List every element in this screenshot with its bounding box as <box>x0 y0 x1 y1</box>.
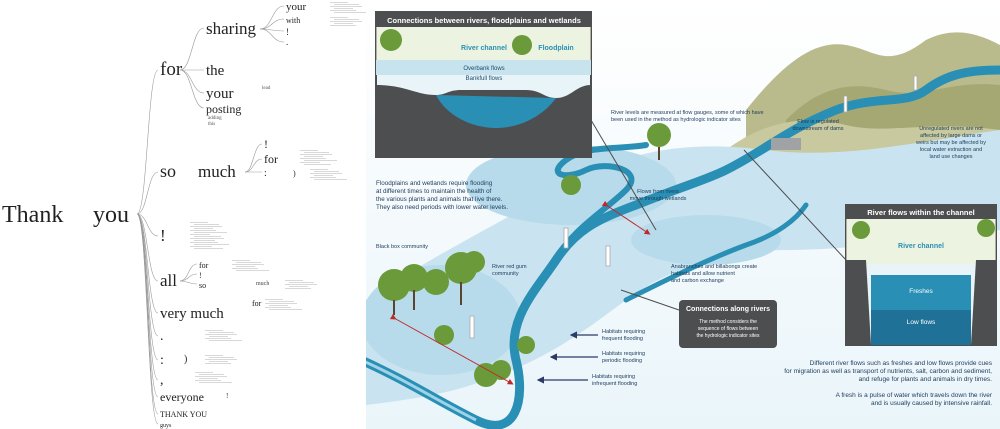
connections-title: Connections along rivers <box>686 306 770 313</box>
flood-range-arrows <box>389 200 651 385</box>
leaf-much-for: for <box>264 152 278 166</box>
sub-posting: posting <box>206 102 241 116</box>
note-floodplains-4: They also need periods with lower water … <box>376 204 508 211</box>
note-cues-3: and refuge for plants and animals in dry… <box>859 376 993 383</box>
sub-your: your <box>206 86 234 102</box>
note-floodplains-1: Floodplains and wetlands require floodin… <box>376 180 493 187</box>
sub-the: the <box>206 63 225 79</box>
branch-exclaim: ! <box>160 226 166 245</box>
leaf-all-exclaim: ! <box>199 271 202 280</box>
branch-guys: guys <box>160 423 172 429</box>
inset-top-overbank: Overbank flows <box>463 66 504 72</box>
note-red-gum-2: community <box>492 271 519 277</box>
note-unregulated-2: affected by large dams or <box>920 133 982 139</box>
inset-right-low-flows: Low flows <box>907 319 936 326</box>
connections-box: Connections along rivers The method cons… <box>679 300 777 348</box>
note-anabranches-2: habitats and allow nutrient <box>671 271 735 277</box>
leaf-all-for: for <box>199 261 209 270</box>
habitat-arrows <box>536 331 598 384</box>
note-gauges-2: been used in the method as hydrologic in… <box>611 117 741 123</box>
branch-all: all <box>160 271 177 290</box>
leaf-period: . <box>286 37 288 47</box>
river-infographic-panel: Connections between rivers, floodplains … <box>366 0 1000 429</box>
leaf-colon-paren: ) <box>184 354 187 365</box>
note-infrequent-2: infrequent flooding <box>592 381 637 387</box>
branch-thank-you-caps: THANK YOU <box>160 410 207 419</box>
note-gauges-1: River levels are measured at flow gauges… <box>611 110 764 116</box>
inset-top-floodplain: Floodplain <box>538 45 573 52</box>
note-periodic-1: Habitats requiring <box>602 351 645 357</box>
word-tree: Thank you for sharing your with ! . the … <box>2 1 366 429</box>
leaf-everyone-exclaim: ! <box>226 392 228 400</box>
sub-sharing: sharing <box>206 19 257 38</box>
dam-wall <box>771 138 801 150</box>
note-red-gum-1: River red gum <box>492 264 527 270</box>
river-infographic: Connections between rivers, floodplains … <box>366 0 1000 429</box>
note-floodplains-2: at different times to maintain the healt… <box>376 188 492 195</box>
sub-much: much <box>198 162 236 181</box>
leaf-with: with <box>286 16 300 25</box>
note-infrequent-1: Habitats requiring <box>592 374 635 380</box>
note-flows-wetlands-2: move through wetlands <box>630 196 687 202</box>
leaf-very-much-for: for <box>252 299 262 308</box>
leaf-your: your <box>286 1 307 13</box>
note-fresh-1: A fresh is a pulse of water which travel… <box>836 392 993 399</box>
note-unregulated-1: Unregulated rivers are not <box>919 126 983 132</box>
inset-right-freshes: Freshes <box>909 288 933 295</box>
note-unregulated-4: local water extraction and <box>920 147 982 153</box>
leaf-exclaim: ! <box>286 27 289 37</box>
root-word-thank: Thank <box>2 202 63 228</box>
branch-so: so <box>160 161 176 181</box>
note-unregulated-5: land use changes <box>929 154 972 160</box>
inset-top: Connections between rivers, floodplains … <box>375 11 592 158</box>
inset-right: River flows within the channel River cha… <box>845 204 997 346</box>
connections-line-2: sequence of flows between <box>698 326 759 332</box>
connections-line-1: The method considers the <box>699 319 757 325</box>
branch-period: . <box>160 329 164 344</box>
note-anabranches-3: and carbon exchange <box>671 278 724 284</box>
leaf-adding: adding <box>208 116 222 121</box>
branch-comma: , <box>160 373 164 388</box>
note-cues-1: Different river flows such as freshes an… <box>810 360 993 367</box>
leaf-much-paren: ) <box>293 169 296 178</box>
note-floodplains-3: the various plants and animals that live… <box>376 196 503 203</box>
inset-top-title: Connections between rivers, floodplains … <box>387 16 581 25</box>
leaf-much-exclaim: ! <box>264 137 268 151</box>
inset-right-river-channel: River channel <box>898 243 944 250</box>
note-periodic-2: periodic flooding <box>602 358 642 364</box>
annotations: River levels are measured at flow gauges… <box>376 110 993 407</box>
note-flows-wetlands-1: Flows from rivers <box>637 189 679 195</box>
connections-line-3: the hydrologic indicator sites <box>696 333 760 339</box>
branch-colon: : <box>160 353 164 368</box>
note-anabranches-1: Anabranches and billabongs create <box>671 264 757 270</box>
note-regulated-2: downstream of dams <box>792 126 843 132</box>
inset-right-title: River flows within the channel <box>867 208 975 217</box>
branch-everyone: everyone <box>160 390 204 404</box>
word-tree-panel: Thank you for sharing your with ! . the … <box>0 0 366 429</box>
note-unregulated-3: weirs but may be affected by <box>915 140 986 146</box>
note-frequent-1: Habitats requiring <box>602 329 645 335</box>
branch-very-much: very much <box>160 306 224 322</box>
leaf-much-colon: : <box>264 168 267 179</box>
leaf-lead: lead <box>262 86 271 91</box>
leaf-all-so-much: much <box>256 281 269 287</box>
note-fresh-2: and is usually caused by intensive rainf… <box>871 400 992 407</box>
note-frequent-2: frequent flooding <box>602 336 643 342</box>
inset-top-river-channel: River channel <box>461 45 507 52</box>
wetland-anabranch <box>631 215 781 265</box>
note-cues-2: for migration as well as transport of nu… <box>784 368 992 375</box>
leaf-all-so: so <box>199 281 206 290</box>
note-black-box: Black box community <box>376 244 428 250</box>
leaf-this: this <box>208 122 215 127</box>
branch-for: for <box>160 59 183 80</box>
root-word-you: you <box>93 202 129 228</box>
inset-top-bankfull: Bankfull flows <box>466 76 503 82</box>
note-regulated-1: Flow is regulated <box>797 119 839 125</box>
